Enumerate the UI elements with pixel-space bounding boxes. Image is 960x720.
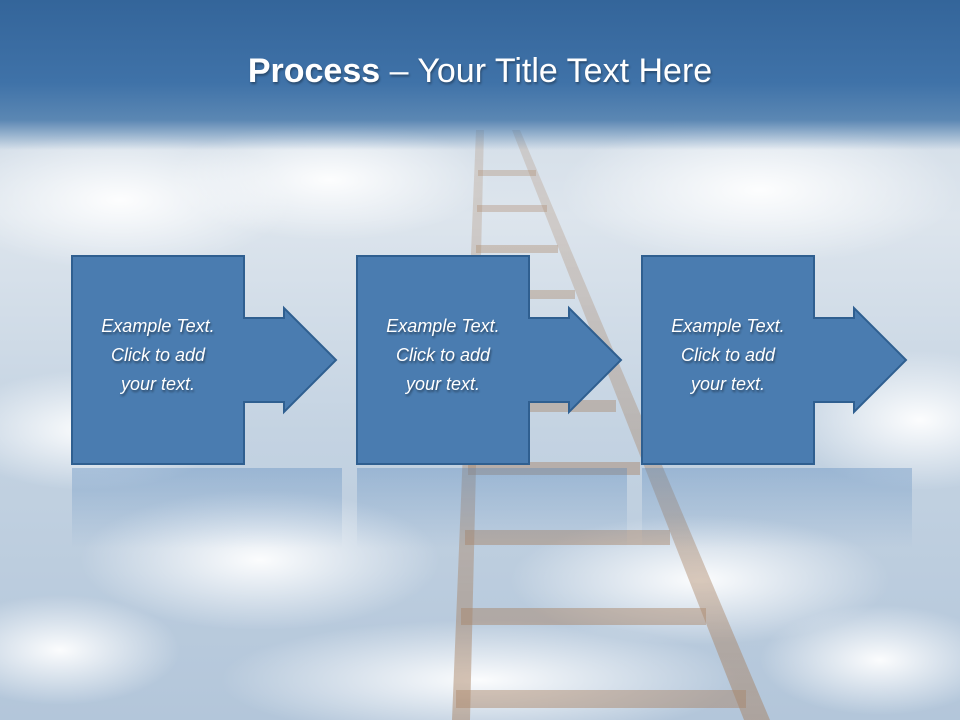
step-line: Click to add xyxy=(110,345,206,365)
step-text[interactable]: Example Text. Click to add your text. xyxy=(642,312,814,399)
step-line: your text. xyxy=(405,374,481,394)
step-line: Example Text. xyxy=(101,316,215,336)
process-step-1[interactable]: Example Text. Click to add your text. xyxy=(71,255,342,468)
step-line: Click to add xyxy=(395,345,491,365)
title-bar xyxy=(0,0,960,150)
step-reflection xyxy=(72,468,342,548)
step-text[interactable]: Example Text. Click to add your text. xyxy=(357,312,529,399)
step-reflection xyxy=(642,468,912,548)
right-arrow-icon xyxy=(641,255,908,465)
title-bold: Process xyxy=(247,52,381,90)
step-reflection xyxy=(357,468,627,548)
step-line: Example Text. xyxy=(671,316,785,336)
process-step-3[interactable]: Example Text. Click to add your text. xyxy=(641,255,912,468)
slide-title[interactable]: Process – Your Title Text Here xyxy=(0,52,960,91)
step-line: Click to add xyxy=(680,345,776,365)
right-arrow-icon xyxy=(71,255,338,465)
process-step-2[interactable]: Example Text. Click to add your text. xyxy=(356,255,627,468)
step-text[interactable]: Example Text. Click to add your text. xyxy=(72,312,244,399)
step-line: your text. xyxy=(120,374,196,394)
title-rest: – Your Title Text Here xyxy=(380,52,713,90)
step-line: Example Text. xyxy=(386,316,500,336)
right-arrow-icon xyxy=(356,255,623,465)
step-line: your text. xyxy=(690,374,766,394)
